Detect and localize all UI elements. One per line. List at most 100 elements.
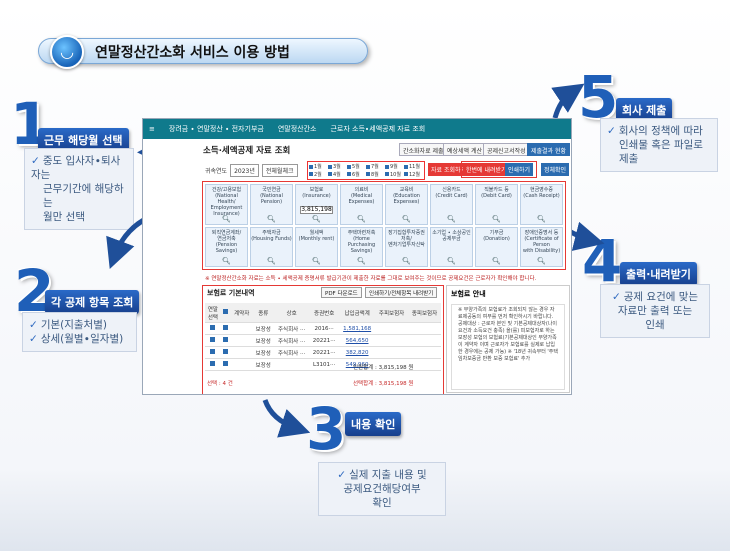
year-filter: 귀속연도 2023년 전체월체크 bbox=[205, 163, 298, 177]
category-label: 소기업 ∙ 소상공인 공제부금 bbox=[432, 229, 471, 242]
category-donation[interactable]: 기부금 (Donation)🔍︎ bbox=[475, 226, 518, 267]
step-4-description: ✓공제 요건에 맞는 자료만 출력 또는 인쇄 bbox=[600, 284, 710, 338]
estimate-tax-button[interactable]: 예상세액 계산 bbox=[443, 143, 487, 156]
col-amount: 납입금액계 bbox=[339, 303, 376, 323]
category-housing-funds[interactable]: 주택자금 (Housing Funds)🔍︎ bbox=[250, 226, 293, 267]
month-checkbox[interactable]: 4월 bbox=[328, 171, 347, 179]
col-checkbox[interactable] bbox=[220, 303, 231, 323]
month-checkbox[interactable]: 3월 bbox=[328, 163, 347, 171]
row-checkbox[interactable] bbox=[220, 334, 231, 347]
search-data-button[interactable]: 자료 조회하기 bbox=[428, 163, 470, 176]
step-5-desc-line: 제출 bbox=[619, 153, 639, 165]
category-insurance[interactable]: 보험료 (Insurance)3,815,198🔍︎ bbox=[295, 184, 338, 225]
col-type: 종류 bbox=[252, 303, 275, 323]
month-checkbox[interactable]: 6월 bbox=[347, 171, 366, 179]
row-checkbox[interactable] bbox=[220, 322, 231, 335]
nav-item-deduction-lookup[interactable]: 근로자 소득∙세액공제 자료 조회 bbox=[330, 125, 426, 133]
step-2-description: ✓기본(지출처별) ✓상세(월별∙일자별) bbox=[22, 312, 137, 352]
cell-company bbox=[274, 358, 310, 371]
month-checkbox[interactable]: 7월 bbox=[366, 163, 385, 171]
cell-amount[interactable]: 1,581,168 bbox=[339, 322, 376, 335]
category-national-pension[interactable]: 국민연금 (National Pension)🔍︎ bbox=[250, 184, 293, 225]
selected-total: 선택합계 : 3,815,198 원 bbox=[353, 381, 414, 387]
menu-icon[interactable]: ≡ bbox=[149, 125, 155, 133]
month-checkbox[interactable]: 5월 bbox=[347, 163, 366, 171]
category-label: 현금영수증 (Cash Receipt) bbox=[523, 187, 560, 199]
search-icon: 🔍︎ bbox=[222, 257, 231, 265]
cell-amount[interactable]: 549,960 bbox=[339, 358, 376, 371]
cell-amount[interactable]: 564,650 bbox=[339, 334, 376, 347]
cell-company: 주식회사 ··· bbox=[274, 346, 310, 359]
download-all-button[interactable]: 한번에 내려받기 bbox=[463, 163, 510, 176]
selected-amount: 3,815,198 bbox=[300, 205, 333, 214]
check-all-months-button[interactable]: 전체월체크 bbox=[261, 163, 298, 177]
step-4-label: 출력∙내려받기 bbox=[620, 262, 697, 286]
nav-item-yearend[interactable]: 연말정산간소 bbox=[277, 125, 317, 133]
search-icon: 🔍︎ bbox=[267, 214, 276, 223]
cell-amount[interactable]: 382,820 bbox=[339, 346, 376, 359]
month-checkbox[interactable]: 1월 bbox=[309, 163, 328, 171]
search-icon: 🔍︎ bbox=[267, 257, 276, 265]
confirm-button[interactable]: 정체확인 bbox=[541, 163, 570, 176]
arrow-to-step-3 bbox=[262, 399, 311, 438]
pdf-download-button[interactable]: PDF 다운로드 bbox=[321, 287, 362, 298]
category-cash-receipt[interactable]: 현금영수증 (Cash Receipt)🔍︎ bbox=[520, 184, 563, 225]
cell-insured bbox=[375, 322, 409, 335]
category-label: 직불카드 등 (Debit Card) bbox=[481, 187, 512, 199]
insurance-detail-panel: 보험료 기본내역 PDF 다운로드 인쇄하기/전체항목 내려받기 연말 선택 계… bbox=[203, 285, 443, 393]
row-checkbox[interactable] bbox=[205, 322, 221, 335]
category-disability-cert[interactable]: 장애인증명서 등 (Certificate of Person with Dis… bbox=[520, 226, 563, 267]
month-checkbox[interactable]: 2월 bbox=[309, 171, 328, 179]
category-small-business[interactable]: 소기업 ∙ 소상공인 공제부금🔍︎ bbox=[430, 226, 473, 267]
row-checkbox[interactable] bbox=[205, 358, 221, 371]
category-home-savings[interactable]: 주택마련저축 (Home Purchasing Savings)🔍︎ bbox=[340, 226, 383, 267]
month-checkbox[interactable]: 10월 bbox=[385, 171, 404, 179]
search-icon: 🔍︎ bbox=[492, 257, 501, 265]
category-education[interactable]: 교육비 (Education Expenses) 🔍︎ bbox=[385, 184, 428, 225]
category-label: 교육비 (Education Expenses) bbox=[393, 187, 420, 205]
month-checkbox[interactable]: 8월 bbox=[366, 171, 385, 179]
cell-contractor bbox=[230, 334, 253, 347]
category-credit-card[interactable]: 신용카드 (Credit Card)🔍︎ bbox=[430, 184, 473, 225]
print-all-download-button[interactable]: 인쇄하기/전체항목 내려받기 bbox=[365, 287, 438, 298]
category-pension-savings[interactable]: 퇴직연금계좌/ 연금저축 (Pension Savings)🔍︎ bbox=[205, 226, 248, 267]
category-monthly-rent[interactable]: 월세액 (Monthly rent)🔍︎ bbox=[295, 226, 338, 267]
category-medical[interactable]: 의료비 (Medical Expenses)🔍︎ bbox=[340, 184, 383, 225]
month-checkbox[interactable]: 12월 bbox=[404, 171, 423, 179]
row-checkbox[interactable] bbox=[220, 346, 231, 359]
step-1-desc-line: 근무기간에 해당하는 bbox=[43, 183, 124, 209]
write-form-button[interactable]: 공제신고서작성 bbox=[483, 143, 530, 156]
category-debit-card[interactable]: 직불카드 등 (Debit Card)🔍︎ bbox=[475, 184, 518, 225]
step-3-number: 3 bbox=[306, 395, 347, 463]
print-button[interactable]: 인쇄하기 bbox=[505, 163, 534, 176]
category-label: 장기집합투자증권저축/ 벤처기업투자신탁 bbox=[388, 229, 425, 248]
step-1-desc-line: 중도 입사자∙퇴사자는 bbox=[31, 155, 121, 181]
cell-policy-no: 20221··· bbox=[309, 346, 340, 359]
step-4-desc-line: 공제 요건에 맞는 bbox=[623, 291, 699, 303]
row-checkbox[interactable] bbox=[205, 334, 221, 347]
cell-policy-no: 2016··· bbox=[309, 322, 340, 335]
page-title: 연말정산간소화 서비스 이용 방법 bbox=[95, 45, 290, 61]
step-3-label: 내용 확인 bbox=[345, 412, 402, 436]
row-checkbox[interactable] bbox=[205, 346, 221, 359]
insurance-table: 연말 선택 계약자 종류 상호 증권번호 납입금액계 주피보험자 종피보험자 보… bbox=[205, 303, 441, 371]
year-select[interactable]: 2023년 bbox=[230, 163, 259, 177]
category-investment-savings[interactable]: 장기집합투자증권저축/ 벤처기업투자신탁 🔍︎ bbox=[385, 226, 428, 267]
search-icon: 🔍︎ bbox=[312, 214, 321, 223]
search-icon: 🔍︎ bbox=[447, 214, 456, 223]
month-checkbox[interactable]: 11월 bbox=[404, 163, 423, 171]
nav-item-incentives[interactable]: 장려금 ∙ 연말정산 ∙ 전자기부금 bbox=[168, 125, 264, 133]
step-2-desc-line: 기본(지출처별) bbox=[40, 319, 107, 331]
category-health-insurance[interactable]: 건강/고용보험 (National Health/ Employment Ins… bbox=[205, 184, 248, 225]
step-4-desc-line: 자료만 출력 또는 bbox=[617, 305, 693, 317]
step-2-desc-line: 상세(월별∙일자별) bbox=[40, 333, 124, 345]
submit-data-button[interactable]: 간소화자료 제출 bbox=[399, 143, 448, 156]
check-icon: ✓ bbox=[337, 469, 347, 481]
month-checkbox[interactable]: 9월 bbox=[385, 163, 404, 171]
search-icon: 🔍︎ bbox=[402, 214, 411, 223]
submission-status-button[interactable]: 제출결과 현황 bbox=[527, 143, 571, 156]
search-icon: 🔍︎ bbox=[402, 257, 411, 265]
step-3-desc-line: 공제요건해당여부 bbox=[343, 483, 421, 495]
step-3-desc-line: 실제 지출 내용 및 bbox=[349, 469, 427, 481]
row-checkbox[interactable] bbox=[220, 358, 231, 371]
